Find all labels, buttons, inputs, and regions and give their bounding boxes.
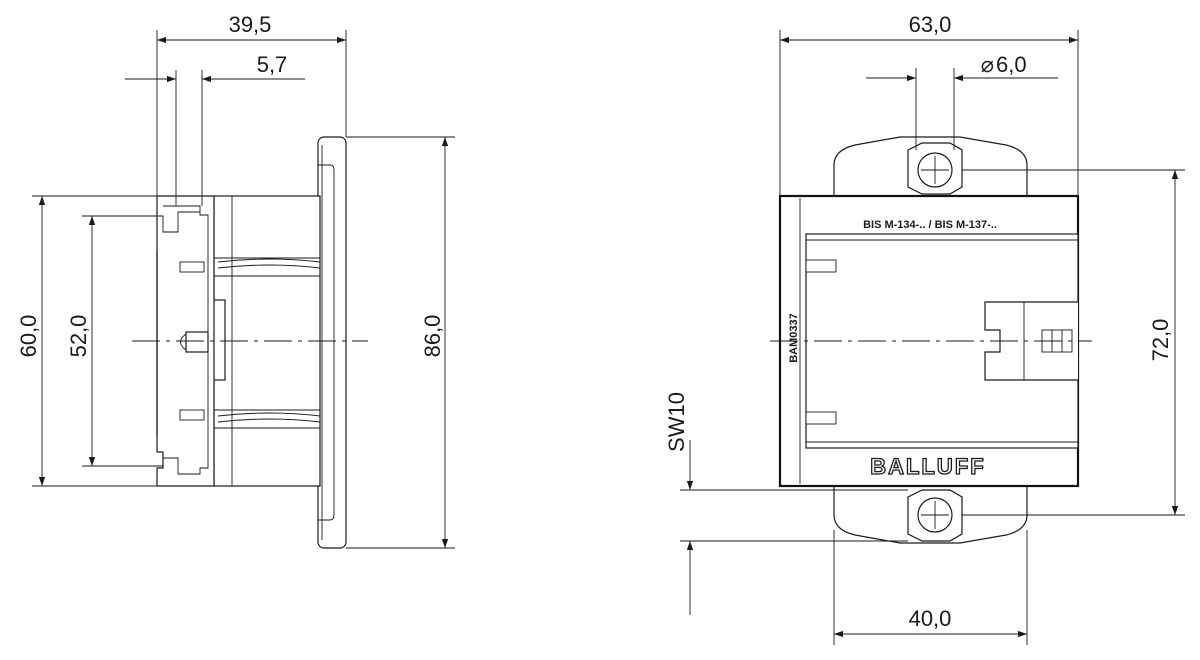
dim-height: 72,0 (1148, 319, 1173, 362)
dim-hole-diameter: 6,0 (996, 52, 1027, 77)
dim-height-flange: 86,0 (420, 315, 445, 358)
front-extension-lines (680, 30, 1185, 645)
side-view: 39,5 5,7 60,0 52,0 86,0 (16, 12, 455, 549)
side-extension-lines (32, 30, 455, 549)
dim-hole-spacing: 40,0 (909, 606, 952, 631)
side-flange (317, 136, 347, 549)
front-screw-bottom (907, 489, 963, 542)
dim-depth-total: 39,5 (229, 12, 272, 37)
diameter-symbol: ⌀ (981, 52, 994, 77)
dim-height-outer: 60,0 (16, 315, 41, 358)
side-dimension-lines (38, 36, 449, 548)
front-dimension-lines (686, 36, 1179, 638)
dim-height-inner: 52,0 (66, 315, 91, 358)
front-view: BIS M-134-.. / BIS M-137-.. BAM0337 BALL… (664, 12, 1185, 645)
dim-width: 63,0 (909, 12, 952, 37)
dim-wrench-size: SW10 (664, 392, 689, 452)
part-code: BAM0337 (788, 313, 800, 363)
product-label: BIS M-134-.. / BIS M-137-.. (863, 219, 997, 231)
dim-depth-front: 5,7 (257, 52, 288, 77)
front-screw-top (907, 142, 963, 195)
brand-logo: BALLUFF (870, 454, 985, 479)
